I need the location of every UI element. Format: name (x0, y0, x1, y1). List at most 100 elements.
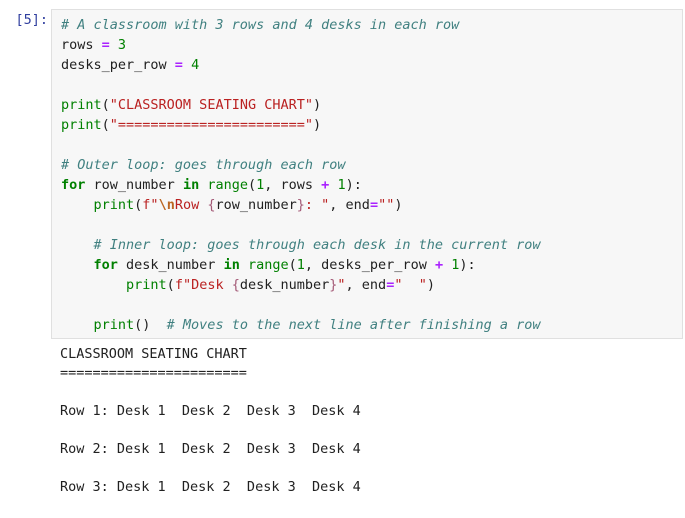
code-token: = (369, 197, 379, 213)
code-token: desk_number (239, 277, 330, 293)
code-token (61, 257, 94, 273)
code-token: rows (61, 37, 102, 53)
code-token: () (134, 317, 167, 333)
code-token: } (296, 197, 305, 213)
code-token: ) (312, 97, 322, 113)
code-token: ( (101, 97, 110, 113)
code-token: print (93, 197, 135, 213)
code-token: , rows (264, 177, 322, 193)
code-line: for desk_number in range(1, desks_per_ro… (61, 255, 541, 275)
code-token: = (174, 57, 183, 73)
code-line (61, 215, 541, 235)
code-token (443, 257, 451, 273)
code-token: for (93, 257, 118, 273)
code-token: + (434, 257, 444, 273)
code-token: in (182, 177, 200, 193)
code-cell-input[interactable]: # A classroom with 3 rows and 4 desks in… (51, 9, 683, 339)
code-token: range (207, 177, 248, 193)
code-token: ( (134, 197, 143, 213)
output-line: CLASSROOM SEATING CHART (60, 346, 247, 362)
code-token: ) (426, 277, 435, 293)
code-token: \n (158, 197, 175, 213)
code-token: in (223, 257, 240, 273)
code-token: " " (394, 277, 427, 293)
code-token: # Moves to the next line after finishing… (166, 317, 541, 333)
code-token (240, 257, 248, 273)
code-token: print (61, 117, 102, 133)
code-line (61, 135, 541, 155)
code-token: desk_number (117, 257, 224, 273)
output-line (60, 459, 361, 478)
code-line: # Inner loop: goes through each desk in … (61, 235, 541, 255)
code-token: print (61, 97, 102, 113)
code-token: for (61, 177, 86, 193)
code-token: 1 (451, 257, 460, 273)
code-token (61, 317, 94, 333)
code-token: ( (247, 177, 257, 193)
code-token: 4 (191, 57, 200, 73)
code-token (110, 37, 118, 53)
output-line: Row 2: Desk 1 Desk 2 Desk 3 Desk 4 (60, 441, 361, 457)
code-token: { (207, 197, 216, 213)
code-token: ( (288, 257, 297, 273)
code-token: { (231, 277, 240, 293)
code-token: print (93, 317, 135, 333)
code-line: desks_per_row = 4 (61, 55, 541, 75)
cell-output: CLASSROOM SEATING CHART =================… (60, 345, 361, 497)
code-token (183, 57, 191, 73)
code-token: = (101, 37, 110, 53)
code-token: # A classroom with 3 rows and 4 desks in… (61, 17, 460, 33)
code-line: print("=======================") (61, 115, 541, 135)
code-token: } (329, 277, 338, 293)
code-line: print(f"Desk {desk_number}", end=" ") (61, 275, 541, 295)
code-token: ( (101, 117, 110, 133)
code-editor[interactable]: # A classroom with 3 rows and 4 desks in… (61, 15, 541, 335)
code-token: ): (459, 257, 476, 273)
code-token: ) (312, 117, 322, 133)
output-line: Row 3: Desk 1 Desk 2 Desk 3 Desk 4 (60, 479, 361, 495)
code-line: # A classroom with 3 rows and 4 desks in… (61, 15, 541, 35)
code-token: ( (166, 277, 175, 293)
code-token: row_number (215, 197, 297, 213)
code-token: , end (329, 197, 370, 213)
code-token: # Inner loop: goes through each desk in … (93, 237, 541, 253)
code-token (61, 277, 126, 293)
code-line: for row_number in range(1, rows + 1): (61, 175, 541, 195)
code-token: f" (142, 197, 159, 213)
code-token: 3 (117, 37, 127, 53)
cell-execution-count: [5]: (15, 12, 48, 28)
code-line (61, 75, 541, 95)
code-token: Row (174, 197, 208, 213)
code-token: 1 (256, 177, 265, 193)
code-token: : " (304, 197, 330, 213)
code-token: 1 (296, 257, 305, 273)
code-token: 1 (337, 177, 346, 193)
output-line (60, 383, 361, 402)
code-token: print (126, 277, 167, 293)
code-token: ) (394, 197, 403, 213)
code-token (61, 237, 94, 253)
code-token: , desks_per_row (304, 257, 435, 273)
code-token: " (337, 277, 346, 293)
code-token (61, 197, 94, 213)
code-token: ): (345, 177, 362, 193)
code-line (61, 295, 541, 315)
code-line: rows = 3 (61, 35, 541, 55)
code-token: # Outer loop: goes through each row (61, 157, 346, 173)
output-line (60, 421, 361, 440)
output-line: ======================= (60, 365, 247, 381)
code-token: "CLASSROOM SEATING CHART" (109, 97, 313, 113)
code-line: print("CLASSROOM SEATING CHART") (61, 95, 541, 115)
code-token: = (386, 277, 395, 293)
code-token: desks_per_row (61, 57, 175, 73)
code-token: + (321, 177, 330, 193)
code-token: "" (378, 197, 395, 213)
code-token: f"Desk (174, 277, 232, 293)
code-token: row_number (85, 177, 183, 193)
code-token: , end (345, 277, 387, 293)
code-token: "=======================" (109, 117, 313, 133)
code-token: range (247, 257, 289, 273)
output-line: Row 1: Desk 1 Desk 2 Desk 3 Desk 4 (60, 403, 361, 419)
code-line: print() # Moves to the next line after f… (61, 315, 541, 335)
code-line: print(f"\nRow {row_number}: ", end="") (61, 195, 541, 215)
